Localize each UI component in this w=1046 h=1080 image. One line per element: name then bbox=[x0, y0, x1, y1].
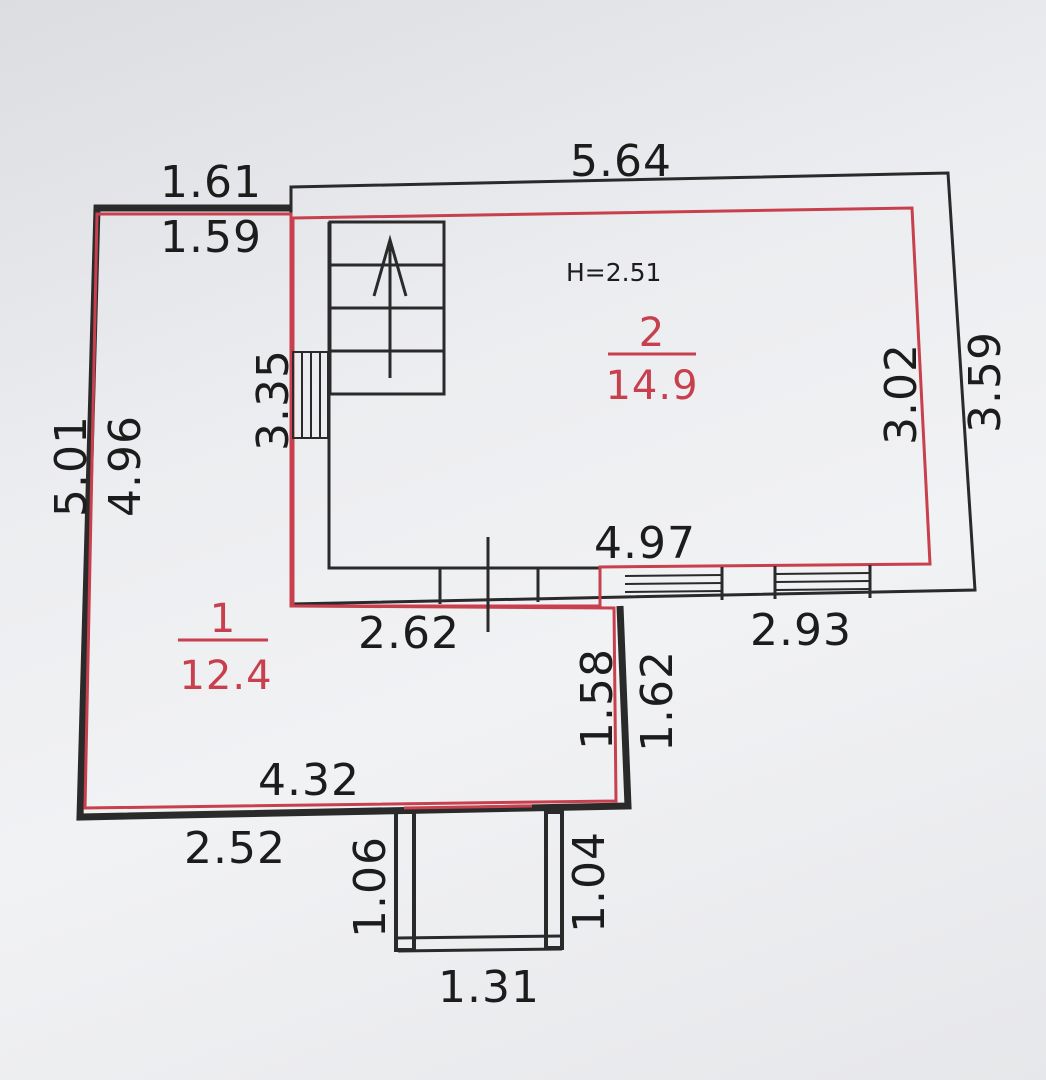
dim-bottom-left-outer: 2.52 bbox=[184, 823, 286, 874]
ceiling-height-label: H=2.51 bbox=[566, 258, 661, 287]
porch bbox=[394, 804, 564, 953]
dim-right-outer: 3.59 bbox=[960, 331, 1011, 433]
room1-number: 1 bbox=[210, 596, 236, 642]
dim-porch-left: 1.06 bbox=[345, 836, 396, 938]
dim-room1-bottom-inner: 4.32 bbox=[258, 755, 360, 806]
dim-top-right-outer: 5.64 bbox=[570, 136, 672, 187]
dim-step-inner: 1.58 bbox=[572, 648, 623, 750]
dim-porch-right: 1.04 bbox=[564, 831, 615, 933]
dim-top-left-outer: 1.61 bbox=[160, 157, 262, 208]
staircase bbox=[328, 220, 446, 396]
room1-area: 12.4 bbox=[179, 653, 272, 699]
stair-arrow-icon bbox=[372, 234, 408, 378]
room2-number: 2 bbox=[639, 310, 665, 356]
dim-left-outer: 5.01 bbox=[46, 415, 97, 517]
dim-room2-right-inner: 3.02 bbox=[876, 343, 927, 445]
room1-outer-wall bbox=[76, 204, 632, 821]
entry-steps bbox=[292, 351, 329, 439]
room1-boundary bbox=[83, 212, 618, 810]
dim-middle-bottom-right: 2.93 bbox=[750, 605, 852, 656]
room2-area: 14.9 bbox=[605, 363, 698, 409]
dim-porch-bottom: 1.31 bbox=[438, 962, 540, 1013]
dim-room2-bottom-inner: 4.97 bbox=[594, 518, 696, 569]
dim-top-left-inner: 1.59 bbox=[160, 212, 262, 263]
dim-stair-side: 3.35 bbox=[248, 349, 299, 451]
dim-step-outer: 1.62 bbox=[632, 650, 683, 752]
dim-left-inner: 4.96 bbox=[100, 415, 151, 517]
window-symbols bbox=[624, 572, 871, 593]
dim-middle-bottom-left: 2.62 bbox=[358, 608, 460, 659]
